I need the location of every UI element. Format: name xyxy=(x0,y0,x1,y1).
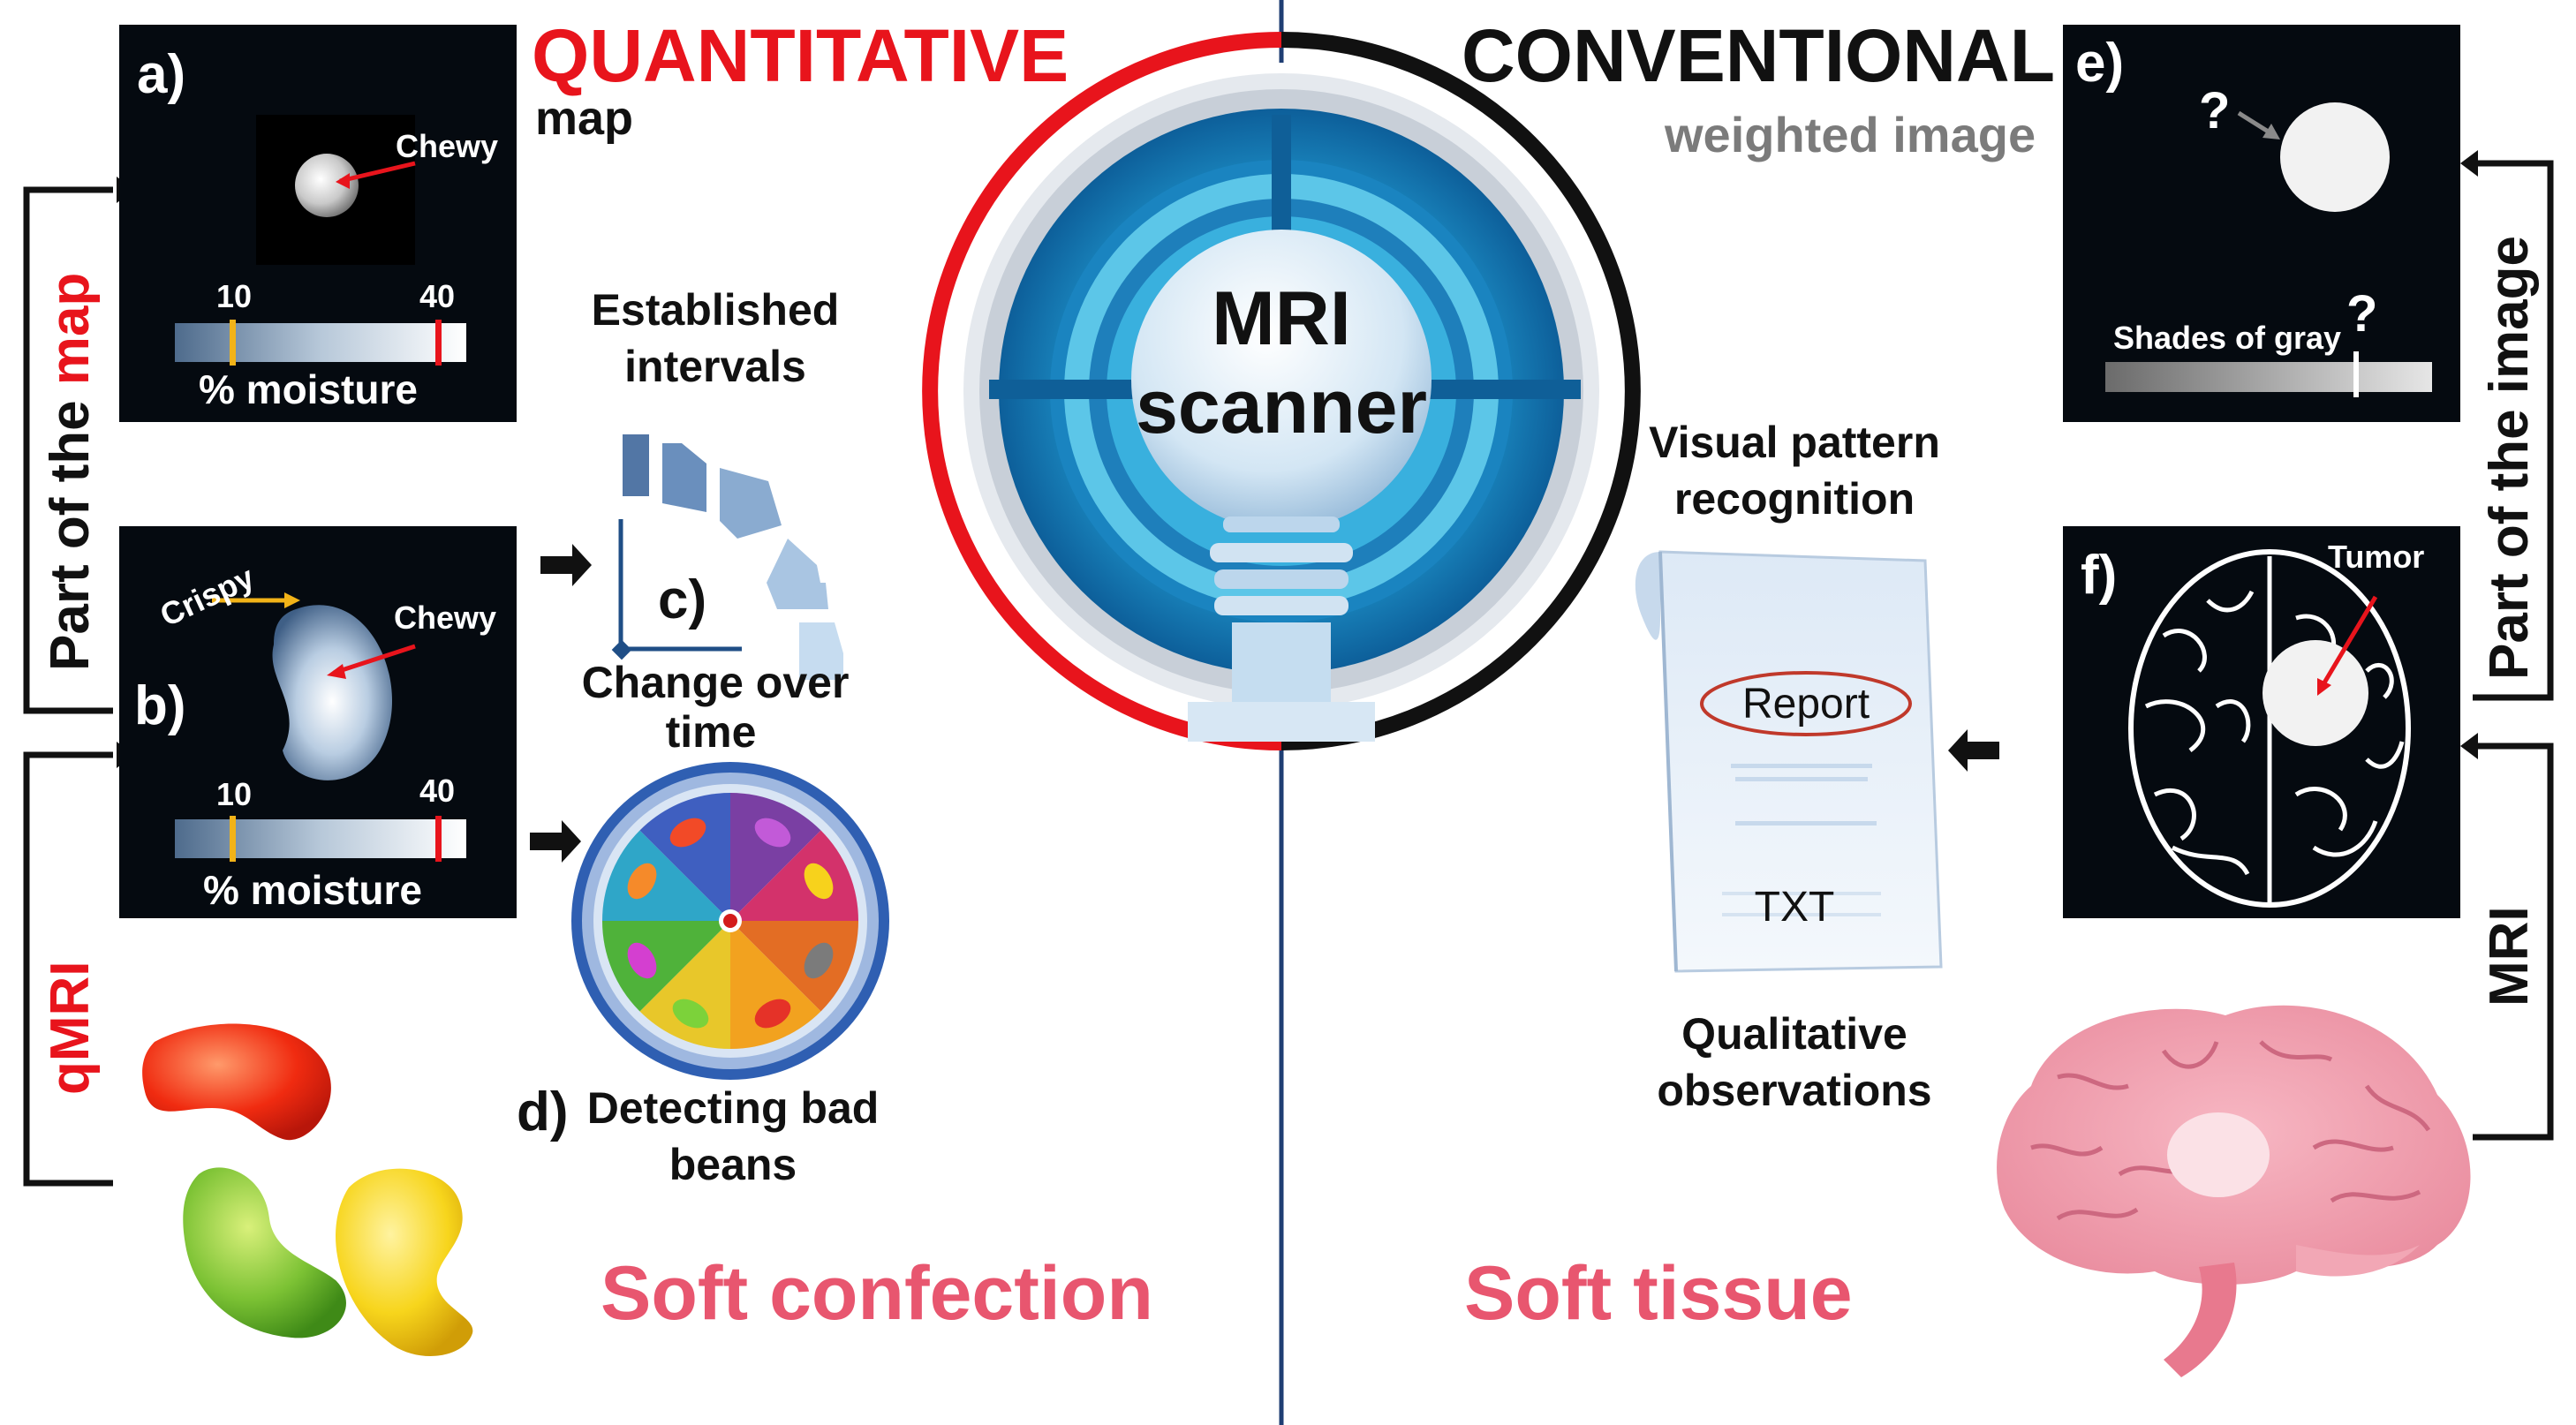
scanner-label-1: MRI xyxy=(1212,276,1351,361)
arrow-to-d xyxy=(530,820,581,863)
panel-c-letter: c) xyxy=(658,569,706,630)
txt-label: TXT xyxy=(1755,884,1835,931)
bracket-arrow-e xyxy=(2460,150,2478,177)
arrow-to-c xyxy=(540,544,592,586)
panel-e-question-top: ? xyxy=(2199,82,2230,139)
qualitative-1: Qualitative xyxy=(1681,1009,1907,1059)
left-bracket-bottom xyxy=(23,751,113,1187)
left-side-label: Part of the map xyxy=(37,203,104,680)
interval-segments xyxy=(623,434,843,680)
svg-text:MRI: MRI xyxy=(2479,906,2540,1007)
panel-f-annotation: Tumor xyxy=(2328,539,2424,575)
panel-b-tick-high: 40 xyxy=(419,773,455,809)
kidney-bean-map xyxy=(272,605,393,780)
report-label: Report xyxy=(1742,681,1870,728)
soft-tissue-label: Soft tissue xyxy=(1464,1251,1853,1336)
panel-a-tick-low: 10 xyxy=(216,278,252,314)
svg-text:Part of the map: Part of the map xyxy=(40,273,101,671)
panel-d-letter: d) xyxy=(517,1082,569,1142)
panel-a-letter: a) xyxy=(137,44,185,105)
intervals-heading-1: Established xyxy=(592,285,840,335)
left-bracket-top xyxy=(23,186,113,714)
qmri-label: qMRI xyxy=(37,927,104,1104)
panel-b-letter: b) xyxy=(134,675,186,736)
report-document: Report TXT xyxy=(1635,550,1943,973)
intervals-heading-2: intervals xyxy=(624,342,806,391)
mri-scanner: MRI scanner xyxy=(922,32,1641,750)
bracket-arrow-f xyxy=(2460,733,2478,759)
qualitative-2: observations xyxy=(1657,1066,1931,1115)
panel-e: e) ? Shades of gray ? xyxy=(2063,25,2460,422)
panel-b-tick-low: 10 xyxy=(216,776,252,812)
bean-wheel xyxy=(571,762,889,1080)
right-bracket-top xyxy=(2473,160,2554,701)
panel-a-annotation: Chewy xyxy=(396,128,498,164)
brain-illustration xyxy=(1997,1005,2471,1377)
quantitative-subtitle: map xyxy=(535,92,633,145)
mri-label: MRI xyxy=(2476,874,2543,1015)
svg-text:Part of the image: Part of the image xyxy=(2479,236,2540,680)
panel-e-letter: e) xyxy=(2075,33,2124,94)
moisture-scale-b xyxy=(175,819,466,858)
grayscale-bar xyxy=(2105,362,2432,392)
panel-f: f) Tumor xyxy=(2063,526,2460,918)
panel-a-scale-label: % moisture xyxy=(199,366,418,412)
panel-e-question-bar: ? xyxy=(2346,285,2377,343)
change-over-time-2: time xyxy=(666,707,757,757)
visual-pattern-2: recognition xyxy=(1674,474,1915,524)
jelly-beans-illustration xyxy=(142,1023,473,1357)
scanner-label-2: scanner xyxy=(1136,365,1427,449)
conventional-subtitle: weighted image xyxy=(1664,107,2036,162)
visual-pattern-1: Visual pattern xyxy=(1649,418,1940,467)
tumor-spot xyxy=(2262,640,2368,746)
panel-b-scale-label: % moisture xyxy=(203,867,422,913)
detecting-bad-2: beans xyxy=(669,1140,797,1189)
detecting-bad-1: Detecting bad xyxy=(587,1083,880,1133)
panel-b: b) Crispy Chewy 10 40 % moisture xyxy=(119,526,517,918)
panel-e-bar-label: Shades of gray xyxy=(2113,320,2341,356)
moisture-scale-a xyxy=(175,323,466,362)
brain-tumor xyxy=(2167,1112,2270,1197)
unknown-bright-spot xyxy=(2280,102,2390,212)
right-side-label: Part of the image xyxy=(2476,199,2543,689)
svg-text:qMRI: qMRI xyxy=(40,961,101,1095)
right-bracket-bottom xyxy=(2473,743,2554,1141)
chewy-sphere xyxy=(295,154,359,217)
quantitative-title: QUANTITATIVE xyxy=(532,14,1069,97)
arrow-to-report xyxy=(1948,729,1999,772)
change-over-time-1: Change over xyxy=(582,658,850,707)
panel-a-tick-high: 40 xyxy=(419,278,455,314)
soft-confection-label: Soft confection xyxy=(601,1251,1153,1336)
conventional-title: CONVENTIONAL xyxy=(1462,14,2055,97)
panel-a: a) Chewy 10 40 % moisture xyxy=(119,25,517,422)
panel-f-letter: f) xyxy=(2081,545,2117,606)
panel-b-chewy: Chewy xyxy=(394,599,496,636)
